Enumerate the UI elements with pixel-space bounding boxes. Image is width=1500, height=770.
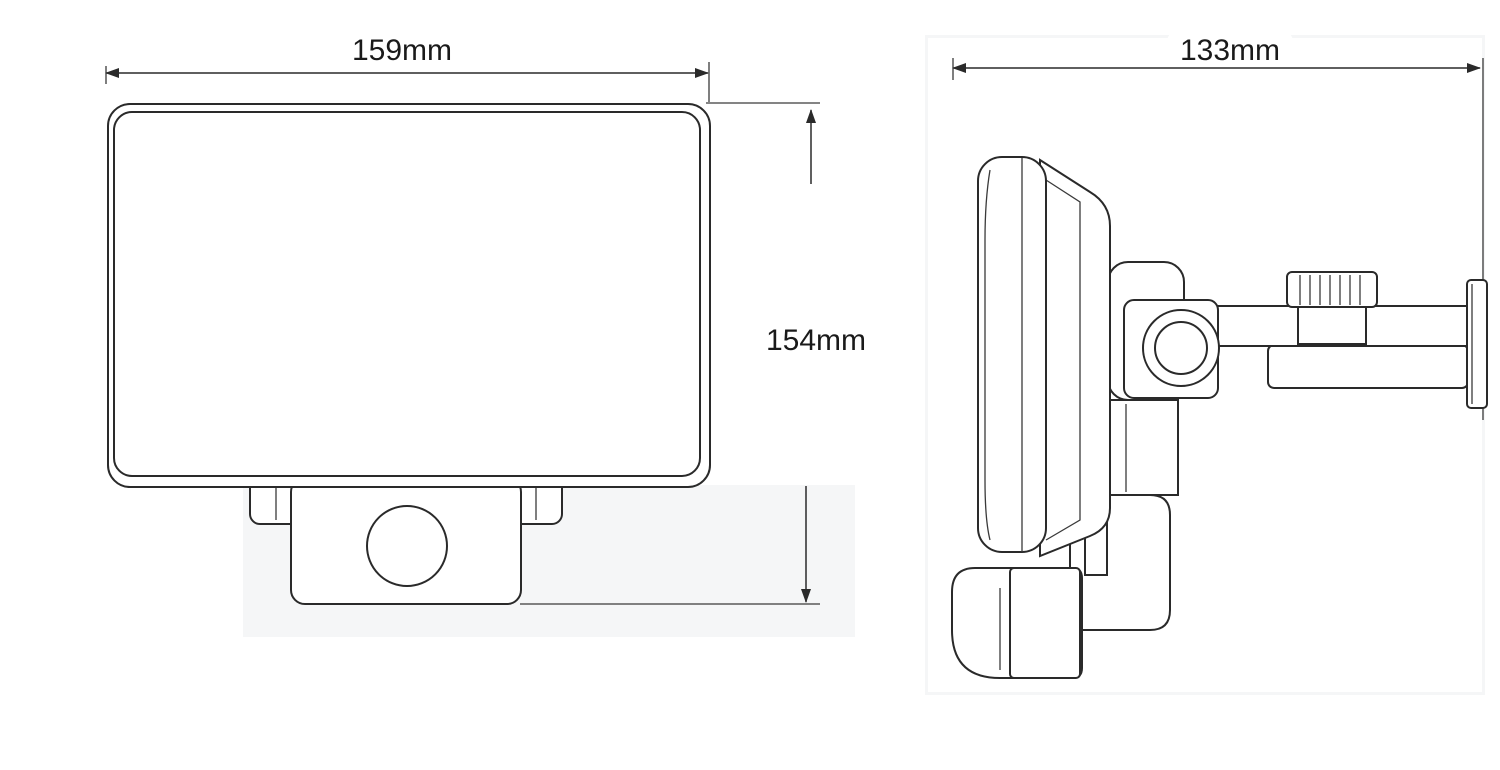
depth-label: 133mm bbox=[1180, 34, 1280, 67]
wall-mount-plate bbox=[1466, 279, 1488, 409]
pir-sensor-lens bbox=[366, 505, 448, 587]
lamp-profile-front bbox=[977, 156, 1047, 553]
sensor-head-front bbox=[1009, 567, 1081, 679]
bracket-arm-lower bbox=[1267, 344, 1469, 389]
side-view: 133mm bbox=[951, 30, 1488, 679]
neck-block bbox=[1105, 399, 1179, 496]
knob-base bbox=[1297, 301, 1367, 345]
pivot-joint-inner bbox=[1154, 321, 1208, 375]
lamp-profile-rear-inner bbox=[1045, 179, 1081, 541]
width-label: 159mm bbox=[352, 34, 452, 67]
lamp-profile-rear bbox=[1039, 158, 1111, 558]
height-label: 154mm bbox=[766, 324, 866, 357]
lamp-lens-panel bbox=[113, 111, 701, 477]
lamp-profile-face bbox=[984, 169, 991, 541]
knob-knurling bbox=[1299, 275, 1361, 305]
front-view: 159mm 154mm bbox=[105, 34, 866, 605]
depth-label-backdrop bbox=[1167, 30, 1293, 64]
